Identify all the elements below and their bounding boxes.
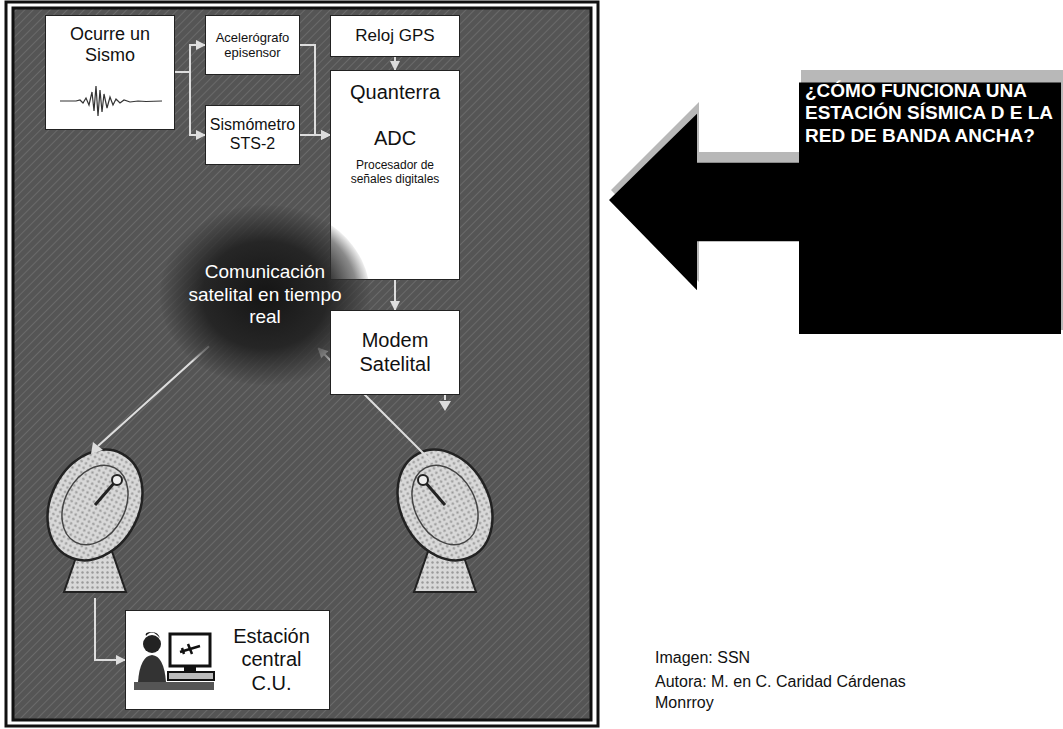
credit-note: Autora: M. en C. Caridad Cárdenas Monrro… (655, 672, 940, 714)
connector-arrow (394, 57, 396, 70)
modem-box: Modem Satelital (330, 310, 460, 395)
sensor-box: Sismómetro STS-2 (205, 105, 300, 165)
sensor-box: Acelerógrafo episensor (205, 15, 300, 75)
node-label: ADC (374, 127, 416, 151)
node-label: Reloj GPS (355, 26, 434, 46)
connector-arrow (300, 134, 330, 136)
node-label: Quanterra (350, 81, 440, 105)
node-label: Sismómetro STS-2 (210, 116, 295, 154)
callout-arrow: ¿CÓMO FUNCIONA UNA ESTACIÓN SÍSMICA D E … (605, 62, 1063, 334)
satellite-dish (29, 433, 161, 592)
connector-arrow (394, 280, 396, 310)
event-box: Ocurre un Sismo (45, 15, 175, 130)
node-label: Ocurre un Sismo (50, 24, 170, 66)
clock-box: Reloj GPS (330, 15, 460, 57)
connector-arrow (300, 45, 330, 135)
seismogram-icon (56, 78, 166, 124)
node-label: Comunicación satelital en tiempo real (182, 261, 348, 328)
operator-icon (132, 622, 216, 700)
node-label: Estación central C.U. (222, 625, 321, 696)
node-label: Procesador de señales digitales (337, 158, 453, 186)
central-station-box: Estación central C.U. (125, 610, 330, 710)
node-label: Acelerógrafo episensor (210, 30, 295, 61)
credit-note: Imagen: SSN (655, 648, 955, 669)
callout-text: ¿CÓMO FUNCIONA UNA ESTACIÓN SÍSMICA D E … (805, 80, 1055, 147)
connector-arrow (175, 72, 205, 135)
node-label: Modem Satelital (335, 329, 455, 376)
connector-arrow (175, 45, 205, 72)
